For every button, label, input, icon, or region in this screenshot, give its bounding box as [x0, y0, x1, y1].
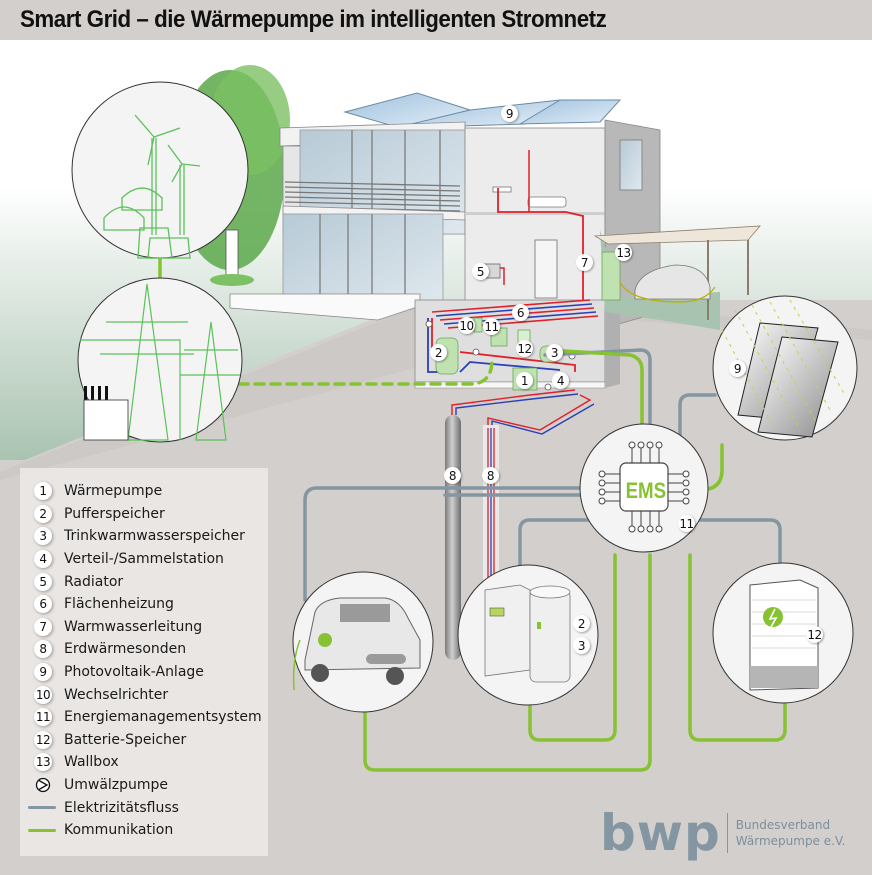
electric-car-circle: [292, 571, 434, 713]
battery-circle: [712, 562, 854, 704]
legend-item: 3 Trinkwarmwasserspeicher: [34, 525, 268, 548]
legend-label: Warmwasserleitung: [64, 618, 203, 635]
callout-hot-water-line: 7: [576, 254, 593, 271]
photovoltaic-circle: [712, 295, 858, 441]
callout-probe-right: 8: [482, 467, 499, 484]
communication-lines: [128, 254, 787, 772]
callout-ems-circle: 11: [678, 515, 695, 532]
legend-label: Umwälzpumpe: [64, 777, 169, 794]
legend-number: 10: [34, 685, 52, 704]
electricity-flow-lines: [303, 348, 782, 627]
legend-item: 6 Flächenheizung: [34, 593, 268, 616]
legend-item: 10 Wechselrichter: [34, 683, 268, 706]
legend-item: 11 Energiemanagementsystem: [34, 706, 268, 729]
legend-label: Pufferspeicher: [64, 505, 165, 522]
legend-item: 8 Erdwärmesonden: [34, 638, 268, 661]
legend-label: Trinkwarmwasserspeicher: [64, 528, 245, 545]
callout-inverter: 10: [458, 317, 475, 334]
callout-pv-circle: 9: [729, 360, 746, 377]
ems-circle: [579, 423, 709, 553]
callout-radiator: 5: [472, 263, 489, 280]
logo-line-1: Bundesverband: [735, 818, 831, 832]
legend-number: 8: [34, 640, 52, 659]
legend-label: Wärmepumpe: [64, 483, 163, 500]
callout-buffer-tank: 2: [430, 344, 447, 361]
legend-number: 11: [34, 708, 52, 727]
legend-item: 12 Batterie-Speicher: [34, 729, 268, 752]
legend-label: Elektrizitätsfluss: [64, 799, 179, 816]
legend-item: 1 Wärmepumpe: [34, 480, 268, 503]
callout-storage-circle-b: 3: [573, 637, 590, 654]
legend-number: 3: [34, 527, 52, 546]
callout-battery-house: 12: [516, 340, 533, 357]
callout-heat-pump: 1: [516, 372, 533, 389]
legend-item-communication: Kommunikation: [28, 819, 268, 842]
legend-number: 13: [34, 753, 52, 772]
callout-wallbox: 13: [615, 244, 632, 261]
legend-number: 9: [34, 663, 52, 682]
communication-line-icon: [28, 828, 56, 832]
legend-label: Energiemanagementsystem: [64, 709, 262, 726]
callout-dhw-tank: 3: [546, 344, 563, 361]
legend-item: 5 Radiator: [34, 570, 268, 593]
logo-line-2: Wärmepumpe e.V.: [735, 834, 846, 848]
heat-pump-storage-circle: [457, 564, 599, 706]
logo-mark: bwp: [600, 804, 721, 862]
legend-item: 7 Warmwasserleitung: [34, 616, 268, 639]
bwp-logo: bwp Bundesverband Wärmepumpe e.V.: [600, 808, 845, 858]
legend-number: 2: [34, 504, 52, 523]
callout-ems-house: 11: [483, 318, 500, 335]
legend-item: 4 Verteil-/Sammelstation: [34, 548, 268, 571]
legend-list: 1 Wärmepumpe 2 Pufferspeicher 3 Trinkwarmwa…: [20, 468, 268, 842]
logo-text: Bundesverband Wärmepumpe e.V.: [736, 817, 846, 849]
callout-photovoltaik-house: 9: [501, 105, 518, 122]
legend-item-electricity: Elektrizitätsfluss: [28, 796, 268, 819]
callout-probe-left: 8: [444, 467, 461, 484]
callout-distribution: 4: [552, 372, 569, 389]
carport: [593, 225, 761, 330]
legend-label: Kommunikation: [64, 822, 174, 839]
legend-item: 2 Pufferspeicher: [34, 503, 268, 526]
legend-number: 12: [34, 730, 52, 749]
legend-label: Flächenheizung: [64, 596, 174, 613]
callout-floor-heating: 6: [512, 304, 529, 321]
legend-item: 9 Photovoltaik-Anlage: [34, 661, 268, 684]
legend-number: 6: [34, 595, 52, 614]
legend-label: Photovoltaik-Anlage: [64, 664, 204, 681]
logo-divider: [726, 813, 728, 853]
power-grid-circle: [77, 277, 243, 443]
legend-item-pump: Umwälzpumpe: [34, 774, 268, 797]
legend-number: 7: [34, 617, 52, 636]
circulation-pump-icon: [34, 777, 52, 793]
callout-battery-circle: 12: [806, 626, 823, 643]
callout-storage-circle-a: 2: [573, 615, 590, 632]
electricity-line-icon: [28, 806, 56, 810]
legend-number: 4: [34, 550, 52, 569]
legend-item: 13 Wallbox: [34, 751, 268, 774]
legend-label: Batterie-Speicher: [64, 731, 187, 748]
legend-number: 1: [34, 482, 52, 501]
page-title: Smart Grid – die Wärmepumpe im intellige…: [20, 6, 607, 33]
legend-label: Erdwärmesonden: [64, 641, 187, 658]
legend-label: Verteil-/Sammelstation: [64, 551, 224, 568]
renewables-circle: [71, 81, 249, 259]
legend-label: Wechselrichter: [64, 686, 169, 703]
legend-label: Wallbox: [64, 754, 119, 771]
ems-label: EMS: [625, 478, 667, 503]
legend-panel: 1 Wärmepumpe 2 Pufferspeicher 3 Trinkwarmwa…: [20, 468, 268, 856]
legend-label: Radiator: [64, 573, 124, 590]
legend-number: 5: [34, 572, 52, 591]
